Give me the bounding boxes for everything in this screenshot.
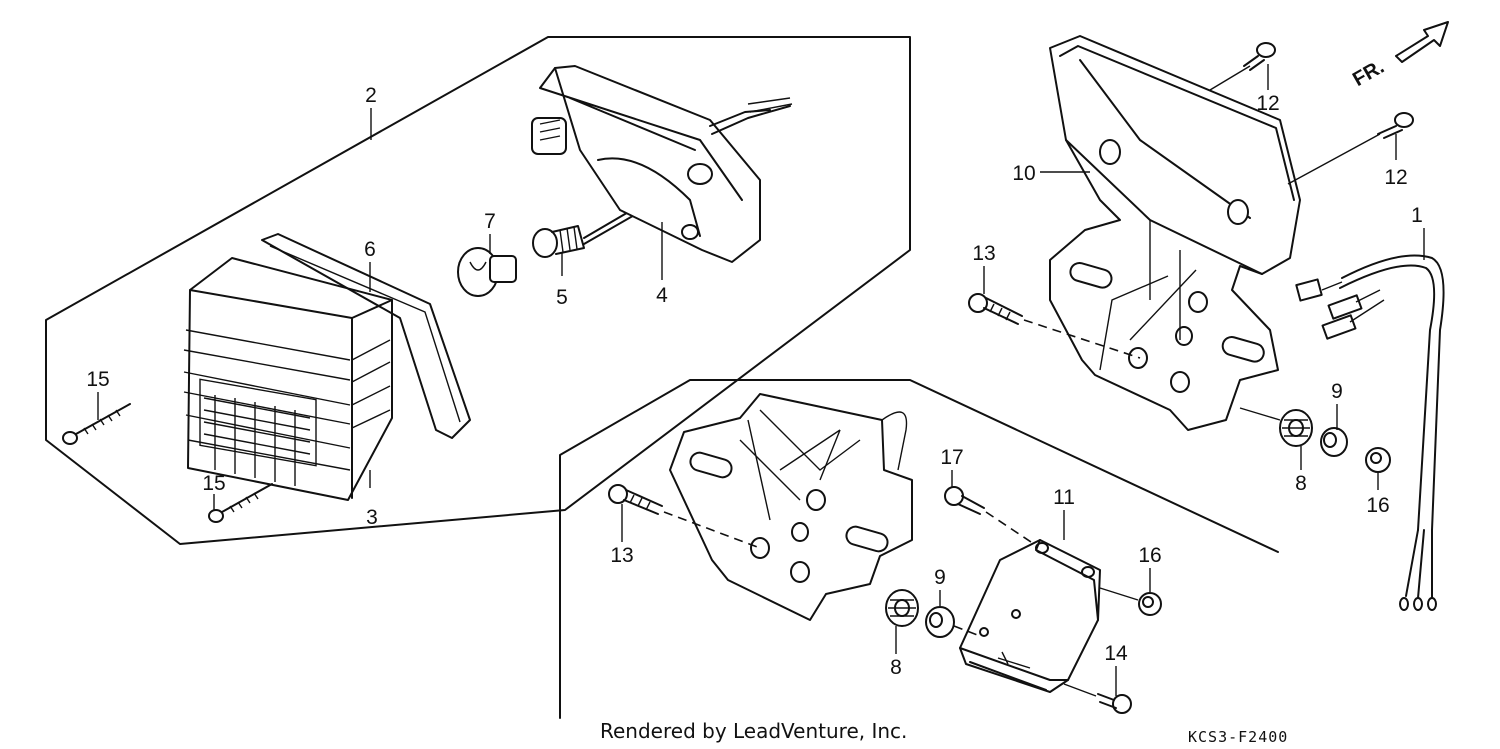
callout-number: 6 <box>364 238 376 261</box>
front-direction-indicator: FR. <box>1349 21 1449 91</box>
callout-number: 12 <box>1384 166 1407 189</box>
callout-number: 1 <box>1411 204 1423 227</box>
taillight-assembly-boundary <box>45 36 911 545</box>
callout-number: 7 <box>484 210 496 233</box>
license-light[interactable] <box>959 539 1101 693</box>
callout-number: 15 <box>202 472 225 495</box>
grommet-upper[interactable] <box>1239 407 1313 447</box>
render-credit: Rendered by LeadVenture, Inc. <box>600 719 907 743</box>
callout-number: 5 <box>556 286 568 309</box>
callout-number: 8 <box>1295 472 1307 495</box>
license-bracket-inset[interactable] <box>669 393 913 621</box>
license-light-screw[interactable] <box>944 486 1041 549</box>
grommet-inset[interactable] <box>885 589 919 627</box>
lens-screw-upper[interactable] <box>62 403 131 445</box>
taillight-bulb[interactable] <box>457 247 517 297</box>
callout-number: 13 <box>610 544 633 567</box>
callout-number: 14 <box>1104 642 1128 665</box>
lens-gasket[interactable] <box>261 233 471 439</box>
callout-number: 9 <box>934 566 946 589</box>
diagram-code: KCS3-F2400 <box>1188 728 1288 746</box>
nut-inset[interactable] <box>1099 587 1162 616</box>
nut-upper[interactable] <box>1365 447 1391 473</box>
callout-number: 17 <box>940 446 963 469</box>
license-bracket-upper[interactable] <box>1049 35 1301 431</box>
leader-lines <box>97 64 1425 696</box>
license-light-screw-lower[interactable] <box>1063 683 1132 714</box>
bracket-bolt-13-inset[interactable] <box>608 484 761 549</box>
taillight-lens[interactable] <box>183 257 393 501</box>
callout-number: 11 <box>1053 486 1075 509</box>
taillight-base[interactable] <box>531 65 793 263</box>
wiring-harness[interactable] <box>1295 254 1445 611</box>
callout-number: 2 <box>365 84 377 107</box>
license-bracket-inset-boundary <box>559 379 1279 719</box>
callout-number: 10 <box>1012 162 1035 185</box>
collar-upper[interactable] <box>1320 427 1348 457</box>
lens-screw-lower[interactable] <box>208 483 273 523</box>
callout-number: 13 <box>972 242 995 265</box>
front-direction-label: FR. <box>1349 56 1388 91</box>
bracket-bolt-upper-right[interactable] <box>1287 112 1414 185</box>
callout-number: 16 <box>1366 494 1389 517</box>
bracket-bolt-upper-left[interactable] <box>1209 42 1276 91</box>
front-arrow-icon <box>1395 21 1449 63</box>
callout-number: 4 <box>656 284 668 307</box>
callout-number: 12 <box>1256 92 1279 115</box>
callout-number: 9 <box>1331 380 1343 403</box>
callout-number: 16 <box>1138 544 1161 567</box>
bracket-bolt-13-upper[interactable] <box>968 293 1141 359</box>
callout-labels: 1 2 3 4 5 6 7 8 8 9 9 10 11 12 12 13 13 … <box>86 84 1423 679</box>
callout-number: 15 <box>86 368 109 391</box>
callout-number: 8 <box>890 656 902 679</box>
callout-number: 3 <box>366 506 378 529</box>
collar-inset[interactable] <box>925 606 981 638</box>
